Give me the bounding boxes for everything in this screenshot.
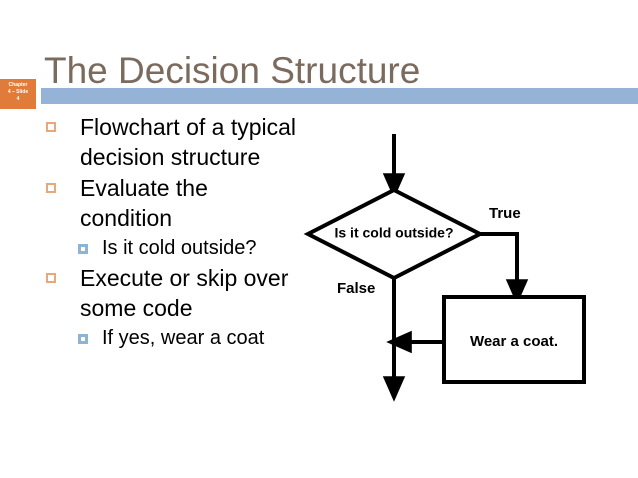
process-label: Wear a coat. bbox=[470, 333, 558, 350]
list-item: Flowchart of a typical decision structur… bbox=[40, 112, 302, 172]
decision-structure-flowchart: Is it cold outside? True False Wear a co… bbox=[300, 118, 638, 418]
process-box bbox=[442, 295, 586, 384]
chapter-badge: Chapter 4 – Slide 4 bbox=[0, 79, 36, 109]
subbullet-square-icon bbox=[78, 334, 88, 344]
list-item: Is it cold outside? bbox=[40, 234, 302, 262]
true-branch-label: True bbox=[489, 205, 521, 222]
subbullet-square-icon bbox=[78, 244, 88, 254]
bullet-square-icon bbox=[46, 183, 56, 193]
true-branch-path bbox=[480, 232, 529, 305]
list-item: If yes, wear a coat bbox=[40, 324, 302, 352]
bullet-square-icon bbox=[46, 122, 56, 132]
bullet-square-icon bbox=[46, 273, 56, 283]
false-branch-label: False bbox=[337, 280, 375, 297]
list-item-text: Is it cold outside? bbox=[102, 237, 257, 259]
page-title: The Decision Structure bbox=[44, 49, 421, 91]
chapter-badge-line-1: Chapter bbox=[8, 82, 28, 88]
chapter-badge-line-3: 4 bbox=[16, 96, 20, 102]
decision-label: Is it cold outside? bbox=[334, 225, 453, 241]
list-item-text: Evaluate the condition bbox=[80, 175, 208, 231]
bullet-list: Flowchart of a typical decision structur… bbox=[40, 112, 302, 353]
list-item: Evaluate the condition bbox=[40, 173, 302, 233]
list-item-text: Execute or skip over some code bbox=[80, 265, 289, 321]
chapter-badge-line-2: 4 – Slide bbox=[7, 89, 29, 95]
list-item-text: If yes, wear a coat bbox=[102, 327, 265, 349]
list-item: Execute or skip over some code bbox=[40, 263, 302, 323]
list-item-text: Flowchart of a typical decision structur… bbox=[80, 114, 297, 170]
header-divider-bar bbox=[41, 88, 638, 104]
